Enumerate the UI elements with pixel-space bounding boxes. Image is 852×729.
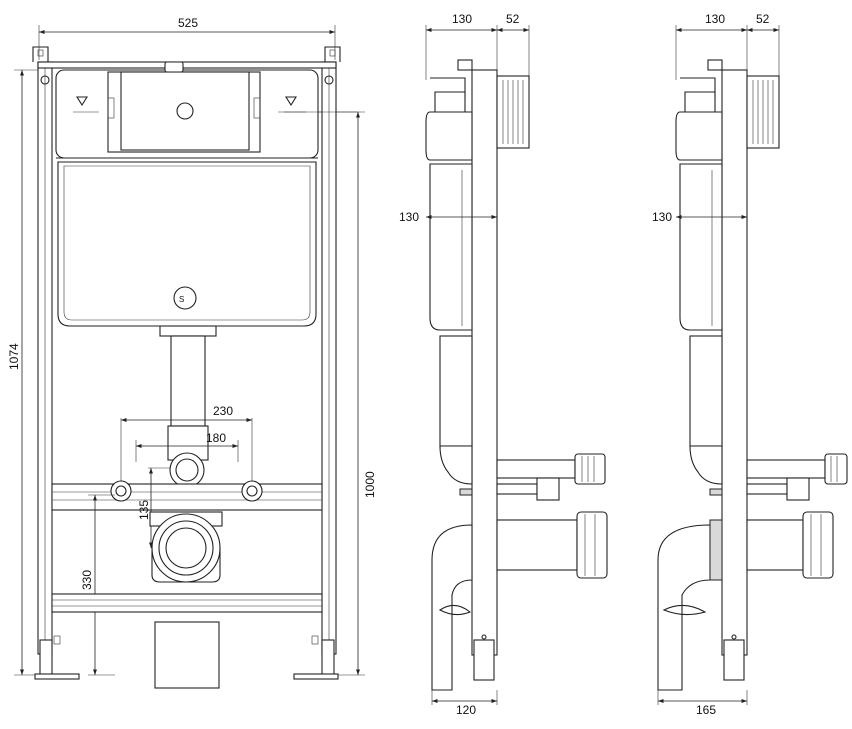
svg-text:S: S bbox=[179, 295, 184, 304]
drain-pipe-side-b bbox=[746, 519, 804, 571]
drain-connector-b bbox=[802, 511, 834, 579]
side-frame-post-b bbox=[721, 69, 748, 656]
foot-width-dimension-a: 120 bbox=[431, 690, 498, 717]
left-marker-icon bbox=[76, 96, 88, 107]
drain-pipe-side-a bbox=[496, 519, 578, 571]
total-height-label: 1074 bbox=[7, 343, 21, 370]
drain-height-dimension: 330 bbox=[80, 494, 115, 676]
right-mount-hole bbox=[324, 75, 334, 85]
inlet-spacing-outer-dimension: 230 bbox=[120, 404, 253, 490]
side-leg-b bbox=[723, 639, 745, 681]
inlet-spacing-inner-dimension: 180 bbox=[135, 431, 239, 462]
inlet-connector-b bbox=[824, 453, 848, 485]
left-leg bbox=[39, 639, 53, 677]
cistern-logo-icon bbox=[173, 286, 197, 310]
side-leg-a bbox=[473, 639, 495, 681]
drain-height-label: 330 bbox=[80, 570, 94, 590]
left-water-inlet bbox=[110, 480, 132, 502]
left-mount-hole bbox=[40, 75, 50, 85]
lower-crossbar bbox=[51, 483, 323, 511]
foot-width-label-a: 120 bbox=[456, 703, 476, 717]
left-foot bbox=[34, 673, 80, 680]
right-leg bbox=[321, 639, 335, 677]
flush-pipe-side-b bbox=[689, 335, 723, 447]
side-view-b: 130 52 130 bbox=[652, 12, 848, 717]
left-top-bracket bbox=[32, 46, 49, 62]
bottom-crossbar bbox=[51, 593, 323, 613]
flush-plate-mount bbox=[120, 71, 250, 151]
cistern-top-side-a bbox=[425, 111, 473, 161]
width-dimension: 525 bbox=[38, 16, 336, 60]
drain-elbow-side-b bbox=[657, 524, 711, 691]
valve-head-a bbox=[536, 477, 560, 501]
depth-mid-label-b: 130 bbox=[652, 210, 672, 224]
depth-mid-label-a: 130 bbox=[399, 210, 419, 224]
right-foot bbox=[293, 673, 339, 680]
depth-mid-dimension-a: 130 bbox=[399, 210, 497, 224]
front-view: 525 1074 1000 bbox=[7, 16, 377, 689]
inlet-pipe-side-a bbox=[496, 459, 576, 479]
right-marker-icon bbox=[285, 96, 297, 107]
depth-top-dimension-a: 130 52 bbox=[425, 12, 530, 80]
valve-top-b bbox=[707, 59, 723, 71]
right-water-inlet bbox=[241, 480, 263, 502]
drain-gasket-b bbox=[709, 519, 723, 581]
actuator-hole bbox=[176, 102, 194, 120]
inlet-spacing-inner-label: 180 bbox=[206, 431, 226, 445]
valve-rod-a bbox=[496, 483, 538, 495]
drain-connector-a bbox=[576, 511, 608, 579]
foot-width-label-b: 165 bbox=[696, 703, 716, 717]
drain-offset-label: 135 bbox=[137, 500, 151, 520]
side-frame-post-a bbox=[471, 69, 498, 656]
drain-outlet bbox=[151, 513, 221, 583]
cistern-top-side-b bbox=[675, 111, 723, 161]
cistern-body bbox=[57, 161, 317, 327]
depth-top-dimension-b: 130 52 bbox=[675, 12, 780, 80]
right-top-bracket bbox=[324, 46, 341, 62]
valve-top-a bbox=[457, 59, 473, 71]
drain-offset-dimension: 135 bbox=[137, 467, 170, 548]
depth-mid-dimension-b: 130 bbox=[652, 210, 747, 224]
outlet-flange bbox=[159, 325, 217, 337]
depth-plate-label-a: 52 bbox=[506, 12, 520, 26]
width-label: 525 bbox=[178, 16, 198, 30]
flush-pipe bbox=[170, 335, 206, 427]
depth-top-label-a: 130 bbox=[452, 12, 472, 26]
flush-outlet bbox=[169, 452, 205, 488]
foot-width-dimension-b: 165 bbox=[657, 690, 748, 717]
depth-plate-label-b: 52 bbox=[756, 12, 770, 26]
depth-top-label-b: 130 bbox=[705, 12, 725, 26]
inlet-spacing-outer-label: 230 bbox=[213, 404, 233, 418]
inlet-pipe-side-b bbox=[746, 459, 826, 479]
height-label: 1000 bbox=[363, 471, 377, 498]
side-view-a: 130 52 130 bbox=[399, 12, 608, 717]
valve-head-b bbox=[786, 477, 810, 501]
valve-rod-b bbox=[746, 483, 788, 495]
top-valve-cap bbox=[164, 61, 184, 73]
flush-pipe-side-a bbox=[439, 335, 473, 447]
cistern-body-side-b bbox=[679, 163, 723, 331]
total-height-dimension: 1074 bbox=[7, 69, 45, 676]
cistern-body-side-a bbox=[429, 163, 473, 331]
waste-pipe bbox=[154, 621, 220, 689]
drain-elbow-side-a bbox=[431, 524, 473, 691]
top-rail bbox=[37, 61, 337, 69]
inlet-connector-a bbox=[574, 453, 606, 485]
